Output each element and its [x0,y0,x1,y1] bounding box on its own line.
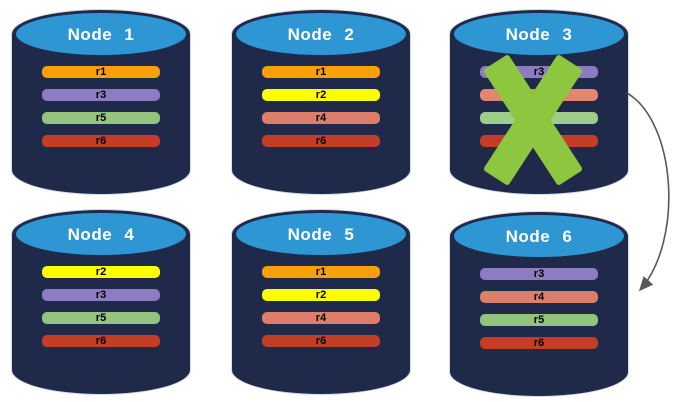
node-6-title: Node 6 [505,227,573,246]
replica-bar: r4 [262,312,380,324]
replica-bar [480,135,598,147]
node-4-cylinder-top: Node 4 [16,213,186,255]
node-6-cylinder: Node 6 r3 r4 r5 r6 [450,212,628,396]
replica-bar: r2 [262,89,380,101]
node-1-cylinder: Node 1 r1 r3 r5 r6 [12,10,190,194]
node-5-replica-list: r1 r2 r4 r6 [262,266,380,347]
node-1-title: Node 1 [67,25,135,44]
node-2-title: Node 2 [287,25,355,44]
node-3-cylinder: Node 3 r3 [450,10,628,194]
node-5-title: Node 5 [287,225,355,244]
node-6-cylinder-top: Node 6 [454,215,624,257]
replica-bar: r6 [262,335,380,347]
node-5-cylinder-top: Node 5 [236,213,406,255]
node-2-cylinder-top: Node 2 [236,13,406,55]
replica-bar: r5 [480,314,598,326]
replica-bar: r2 [42,266,160,278]
failover-arrow-path [626,92,670,292]
replica-bar: r6 [42,135,160,147]
node-2-cylinder: Node 2 r1 r2 r4 r6 [232,10,410,194]
replica-bar: r1 [262,66,380,78]
replica-bar: r3 [480,66,598,78]
replica-bar: r3 [42,89,160,101]
node-3-replica-list: r3 [480,66,598,147]
replica-bar: r6 [42,335,160,347]
node-3-title: Node 3 [505,25,573,44]
replica-bar: r5 [42,312,160,324]
node-2-replica-list: r1 r2 r4 r6 [262,66,380,147]
replica-bar: r1 [42,66,160,78]
node-1-replica-list: r1 r3 r5 r6 [42,66,160,147]
node-4-cylinder: Node 4 r2 r3 r5 r6 [12,210,190,394]
replica-bar: r3 [480,268,598,280]
node-4-replica-list: r2 r3 r5 r6 [42,266,160,347]
replica-bar: r3 [42,289,160,301]
node-4-title: Node 4 [67,225,135,244]
node-6-replica-list: r3 r4 r5 r6 [480,268,598,349]
replica-bar: r4 [480,291,598,303]
replica-bar: r4 [262,112,380,124]
node-5-cylinder: Node 5 r1 r2 r4 r6 [232,210,410,394]
replica-bar: r1 [262,266,380,278]
replica-bar [480,89,598,101]
replica-bar: r6 [480,337,598,349]
node-3-cylinder-top: Node 3 [454,13,624,55]
replica-bar: r6 [262,135,380,147]
replica-bar: r5 [42,112,160,124]
replica-bar [480,112,598,124]
replica-bar: r2 [262,289,380,301]
node-1-cylinder-top: Node 1 [16,13,186,55]
